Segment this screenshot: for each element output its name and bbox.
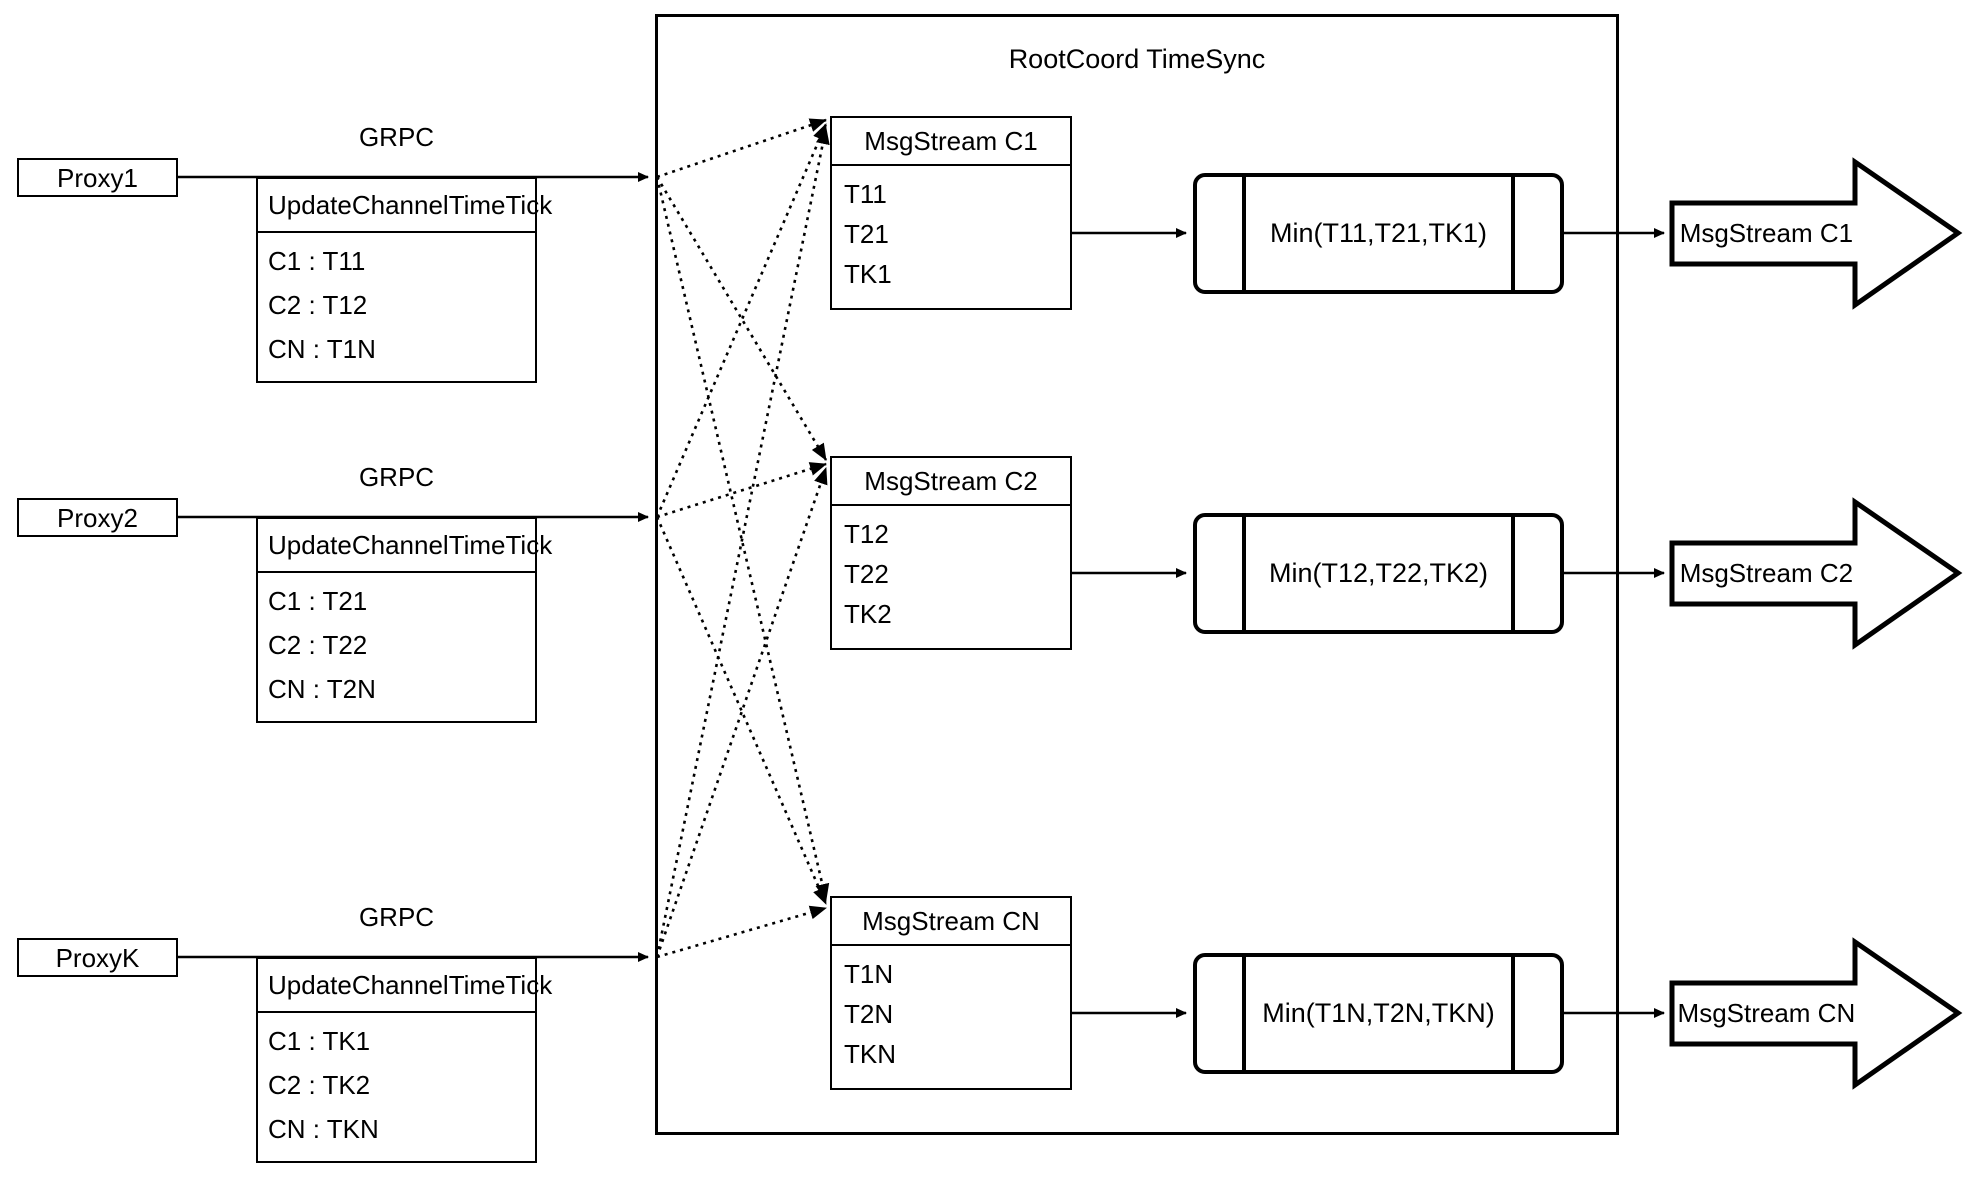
grpc-label-1: GRPC <box>256 124 537 150</box>
msgstream-header-3: MsgStream CN <box>832 898 1070 946</box>
proxy-label-3: ProxyK <box>55 942 140 973</box>
reducer-right-bar-3 <box>1511 957 1515 1070</box>
reducer-right-bar-1 <box>1511 177 1515 290</box>
output-arrow-label-1: MsgStream C1 <box>1679 218 1854 248</box>
msgstream-body-1: T11 T21 TK1 <box>832 166 1070 308</box>
reducer-box-2: Min(T12,T22,TK2) <box>1193 513 1564 634</box>
reducer-box-3: Min(T1N,T2N,TKN) <box>1193 953 1564 1074</box>
reducer-label-2: Min(T12,T22,TK2) <box>1268 558 1489 588</box>
reducer-left-bar-2 <box>1242 517 1246 630</box>
reducer-right-bar-2 <box>1511 517 1515 630</box>
output-arrow-1: MsgStream C1 <box>1672 162 1958 305</box>
msgstream-row: T2N <box>844 998 894 1029</box>
uctt-row: CN : TKN <box>268 1113 379 1144</box>
reducer-box-1: Min(T11,T21,TK1) <box>1193 173 1564 294</box>
msgstream-box-3: MsgStream CN T1N T2N TKN <box>830 896 1072 1090</box>
uctt-header-2: UpdateChannelTimeTick <box>258 519 552 573</box>
output-arrow-3: MsgStream CN <box>1672 942 1958 1085</box>
uctt-header-1: UpdateChannelTimeTick <box>258 179 552 233</box>
msgstream-row: TKN <box>844 1038 896 1069</box>
msgstream-box-2: MsgStream C2 T12 T22 TK2 <box>830 456 1072 650</box>
msgstream-header-2: MsgStream C2 <box>832 458 1070 506</box>
uctt-header-3: UpdateChannelTimeTick <box>258 959 552 1013</box>
grpc-label-2: GRPC <box>256 464 537 490</box>
msgstream-row: TK2 <box>844 598 892 629</box>
uctt-body-3: C1 : TK1 C2 : TK2 CN : TKN <box>258 1013 535 1161</box>
grpc-label-3: GRPC <box>256 904 537 930</box>
msgstream-body-2: T12 T22 TK2 <box>832 506 1070 648</box>
msgstream-body-3: T1N T2N TKN <box>832 946 1070 1088</box>
output-arrow-2: MsgStream C2 <box>1672 502 1958 645</box>
uctt-body-2: C1 : T21 C2 : T22 CN : T2N <box>258 573 535 721</box>
uctt-row: C1 : T11 <box>268 245 366 276</box>
rootcoord-container <box>655 14 1619 1135</box>
reducer-left-bar-3 <box>1242 957 1246 1070</box>
msgstream-row: T21 <box>844 218 889 249</box>
msgstream-row: T12 <box>844 518 889 549</box>
uctt-row: C2 : TK2 <box>268 1069 371 1100</box>
proxy-box-2[interactable]: Proxy2 <box>17 498 178 537</box>
msgstream-header-1: MsgStream C1 <box>832 118 1070 166</box>
reducer-label-1: Min(T11,T21,TK1) <box>1269 218 1488 248</box>
reducer-left-bar-1 <box>1242 177 1246 290</box>
msgstream-row: T22 <box>844 558 889 589</box>
reducer-label-3: Min(T1N,T2N,TKN) <box>1262 998 1495 1028</box>
update-channel-timetick-box-2: UpdateChannelTimeTick C1 : T21 C2 : T22 … <box>256 517 552 723</box>
uctt-row: C1 : T21 <box>268 585 368 616</box>
uctt-body-1: C1 : T11 C2 : T12 CN : T1N <box>258 233 535 381</box>
update-channel-timetick-box-1: UpdateChannelTimeTick C1 : T11 C2 : T12 … <box>256 177 552 383</box>
msgstream-row: T1N <box>844 958 894 989</box>
msgstream-row: TK1 <box>844 258 892 289</box>
uctt-row: C2 : T22 <box>268 629 368 660</box>
rootcoord-title: RootCoord TimeSync <box>1008 44 1266 74</box>
uctt-row: CN : T2N <box>268 673 376 704</box>
proxy-box-1[interactable]: Proxy1 <box>17 158 178 197</box>
proxy-label-1: Proxy1 <box>57 162 138 193</box>
msgstream-row: T11 <box>844 178 887 209</box>
proxy-label-2: Proxy2 <box>57 502 138 533</box>
msgstream-box-1: MsgStream C1 T11 T21 TK1 <box>830 116 1072 310</box>
uctt-row: CN : T1N <box>268 333 376 364</box>
uctt-row: C1 : TK1 <box>268 1025 371 1056</box>
output-arrow-label-3: MsgStream CN <box>1677 998 1856 1028</box>
update-channel-timetick-box-3: UpdateChannelTimeTick C1 : TK1 C2 : TK2 … <box>256 957 552 1163</box>
output-arrow-label-2: MsgStream C2 <box>1679 558 1854 588</box>
proxy-box-3[interactable]: ProxyK <box>17 938 178 977</box>
uctt-row: C2 : T12 <box>268 289 368 320</box>
